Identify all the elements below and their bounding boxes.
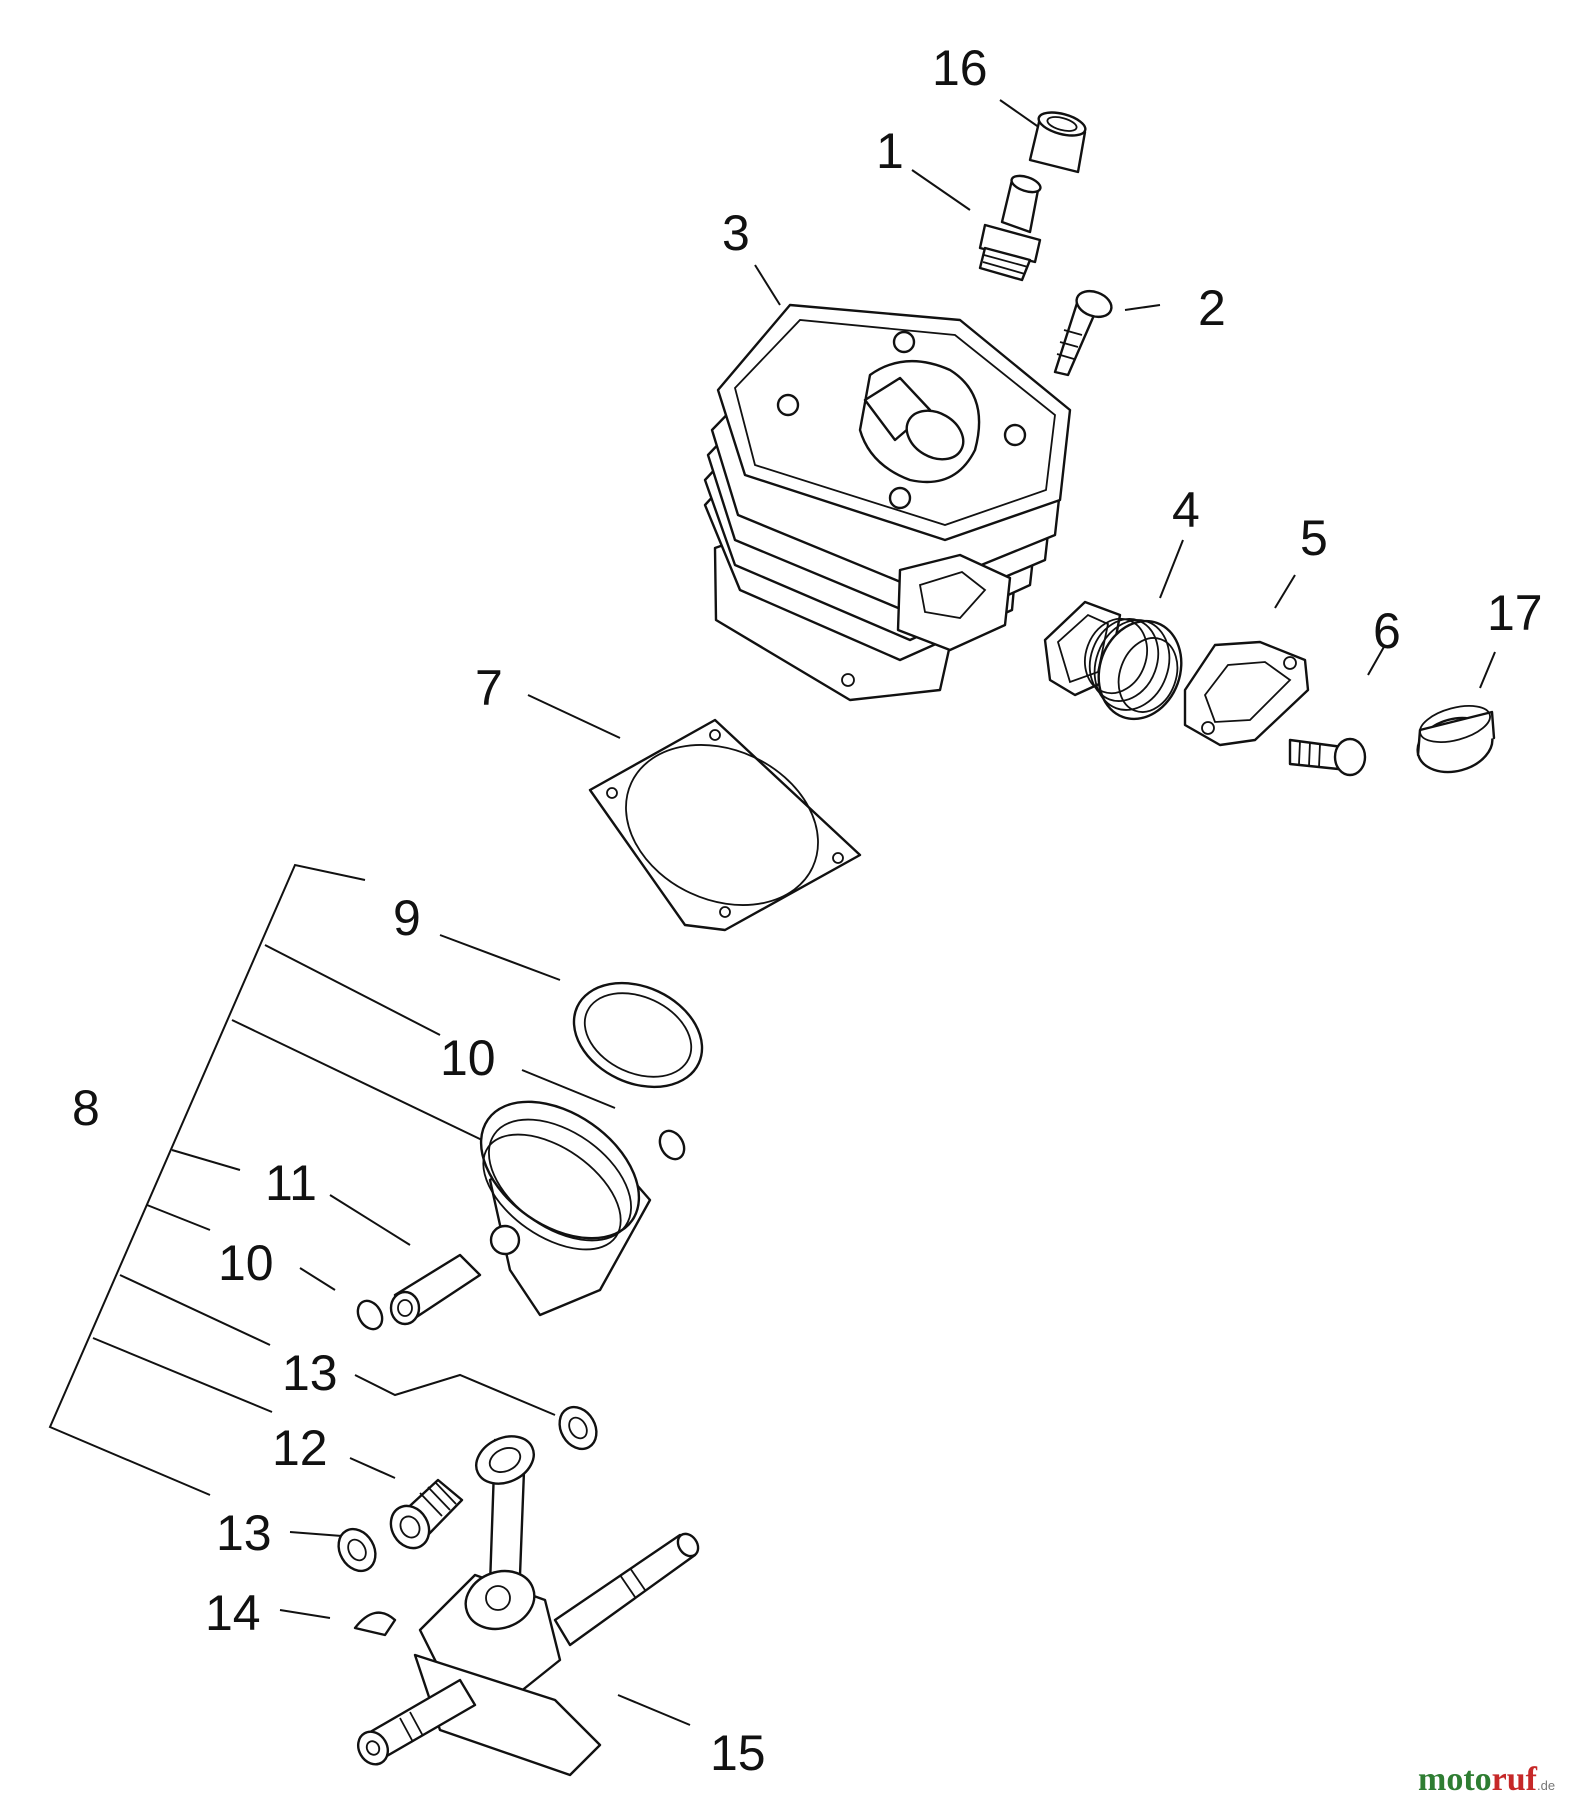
part-10-circlip-upper: [658, 1129, 686, 1161]
callout-11: 11: [265, 1155, 317, 1211]
part-12-needle-bearing: [389, 1478, 464, 1550]
callout-16: 16: [932, 40, 988, 96]
part-piston: [479, 1100, 652, 1317]
svg-text:motoruf.de: motoruf.de: [1418, 1761, 1555, 1798]
watermark-moto: moto: [1418, 1761, 1492, 1798]
part-13-thrust-washer-lower: [337, 1527, 377, 1573]
part-15-crankshaft: [356, 1435, 700, 1777]
part-14-woodruff-key: [353, 1611, 397, 1637]
callout-10-lower: 10: [218, 1235, 274, 1291]
part-10-circlip-lower: [356, 1299, 384, 1331]
callout-17: 17: [1487, 585, 1543, 641]
callout-4: 4: [1172, 482, 1200, 538]
part-2-cylinder-screw: [1053, 289, 1113, 377]
callout-1: 1: [876, 123, 904, 179]
callout-7: 7: [475, 660, 503, 716]
watermark-tld: .de: [1537, 1778, 1555, 1793]
callout-13-lower: 13: [216, 1505, 272, 1561]
part-5-intake-gasket: [1183, 640, 1310, 747]
part-11-piston-pin: [389, 1253, 482, 1326]
callout-13-upper: 13: [282, 1345, 338, 1401]
callout-15: 15: [710, 1725, 766, 1781]
callout-14: 14: [205, 1585, 261, 1641]
watermark-ruf: ruf: [1492, 1761, 1538, 1798]
callout-6: 6: [1373, 603, 1401, 659]
part-9-piston-ring: [572, 981, 704, 1089]
part-17-ring: [1416, 705, 1496, 774]
part-4-intake-manifold: [1043, 600, 1183, 721]
motoruf-watermark: motoruf.de: [1418, 1761, 1555, 1798]
part-16-decompression-cap: [1028, 111, 1087, 174]
callout-8: 8: [72, 1080, 100, 1136]
part-6-screw: [1288, 737, 1367, 777]
part-7-cylinder-base-gasket: [588, 718, 862, 932]
callout-3: 3: [722, 205, 750, 261]
callout-10-upper: 10: [440, 1030, 496, 1086]
part-3-cylinder: [703, 303, 1072, 702]
callout-2: 2: [1198, 280, 1226, 336]
callout-12: 12: [272, 1420, 328, 1476]
callout-9: 9: [393, 890, 421, 946]
leader-lines: [48, 99, 1496, 1726]
callout-5: 5: [1300, 510, 1328, 566]
callout-labels: 16 1 3 2 4 5 6 17 7 9 10 8 11 10 13 12 1…: [72, 40, 1543, 1781]
part-13-thrust-washer-upper: [558, 1405, 598, 1451]
part-1-decompression-valve: [978, 174, 1042, 282]
